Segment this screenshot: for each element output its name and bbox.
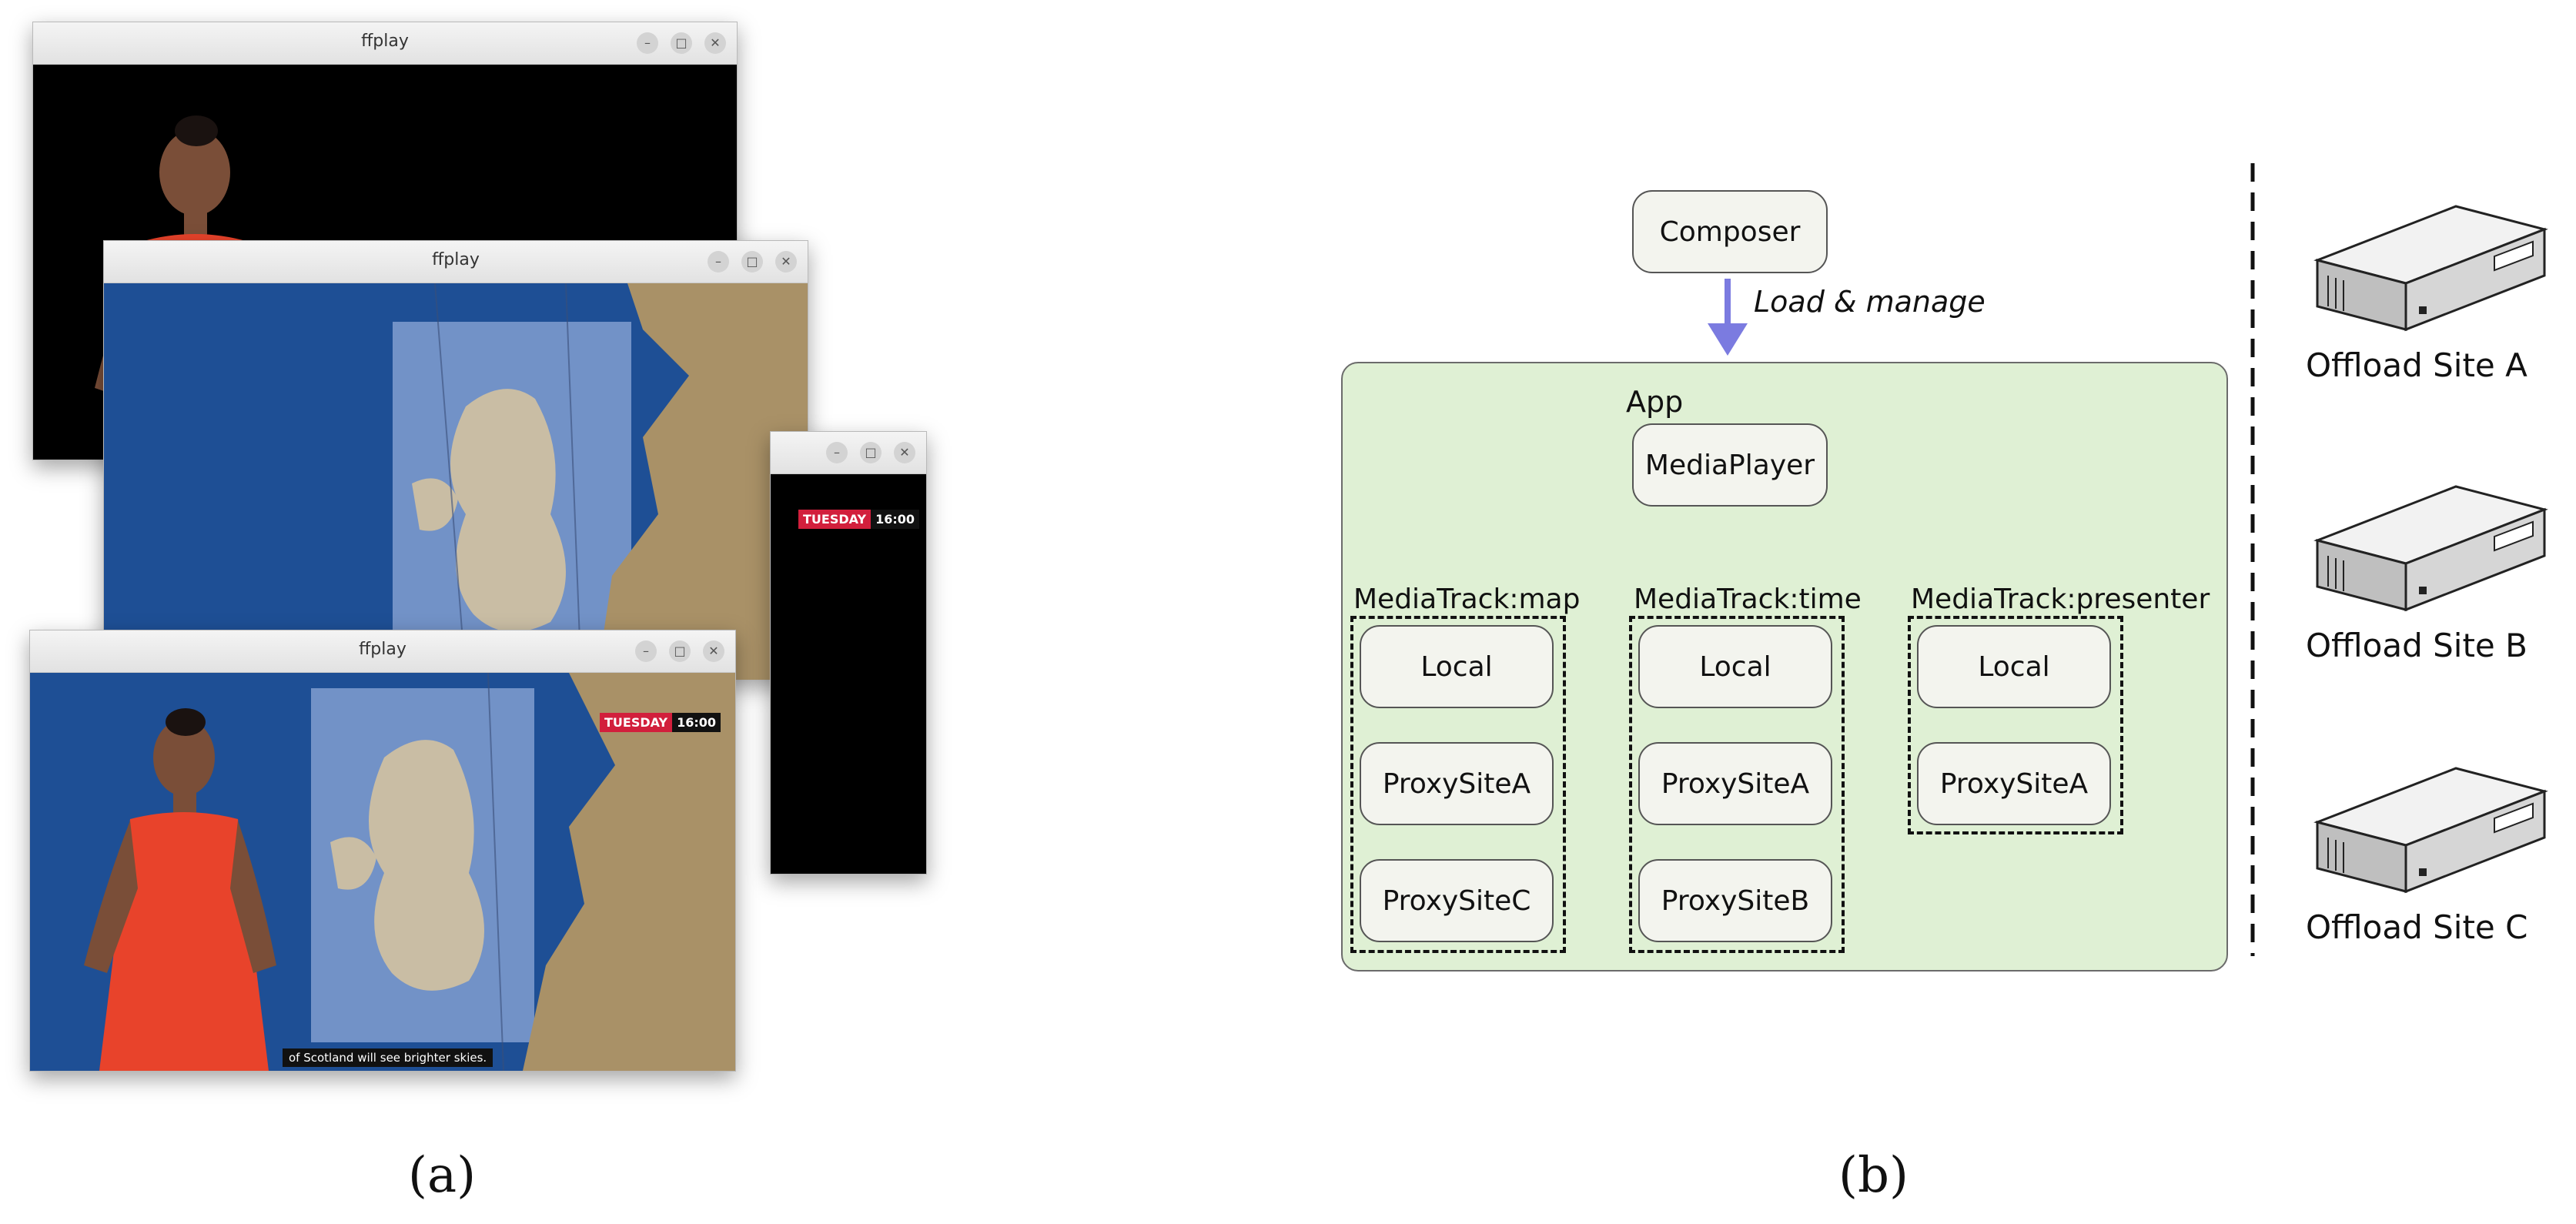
time-badge: TUESDAY 16:00 <box>798 510 920 529</box>
window-titlebar[interactable]: ffplay – □ ✕ <box>30 630 735 673</box>
close-icon[interactable]: ✕ <box>703 640 724 662</box>
close-icon[interactable]: ✕ <box>704 32 726 54</box>
ffplay-window-composited[interactable]: ffplay – □ ✕ TUESDAY 16:00 of Scotland w… <box>29 630 736 1072</box>
track-item-proxy-site-b: ProxySiteB <box>1638 859 1832 942</box>
server-icon <box>2313 485 2548 612</box>
offload-site-label: Offload Site A <box>2306 346 2527 384</box>
minimize-icon[interactable]: – <box>637 32 658 54</box>
window-titlebar[interactable]: ffplay – □ ✕ <box>33 22 737 65</box>
minimize-icon[interactable]: – <box>635 640 657 662</box>
track-group-presenter <box>1908 616 2123 834</box>
offload-site-label: Offload Site B <box>2306 627 2527 664</box>
track-group-map <box>1350 616 1566 953</box>
window-title: ffplay <box>432 250 480 269</box>
load-manage-label: Load & manage <box>1754 285 1986 319</box>
badge-day: TUESDAY <box>600 713 673 732</box>
panel-a-label: (a) <box>408 1147 477 1204</box>
app-label: App <box>1626 385 1684 419</box>
maximize-icon[interactable]: □ <box>860 442 882 463</box>
window-titlebar[interactable]: ffplay – □ ✕ <box>104 241 808 283</box>
close-icon[interactable]: ✕ <box>894 442 915 463</box>
track-item-proxy-site-c: ProxySiteC <box>1360 859 1554 942</box>
composer-node: Composer <box>1632 190 1828 273</box>
maximize-icon[interactable]: □ <box>671 32 692 54</box>
video-frame: TUESDAY 16:00 <box>771 474 926 874</box>
window-titlebar[interactable]: – □ ✕ <box>771 432 926 474</box>
subtitle-text: of Scotland will see brighter skies. <box>283 1048 493 1067</box>
weather-map <box>393 283 808 680</box>
track-group-time <box>1629 616 1845 953</box>
track-item-proxy-site-a: ProxySiteA <box>1917 742 2111 825</box>
load-manage-arrow-head <box>1708 323 1748 356</box>
badge-time: 16:00 <box>672 713 721 732</box>
badge-time: 16:00 <box>871 510 920 529</box>
track-item-local: Local <box>1638 625 1832 708</box>
minimize-icon[interactable]: – <box>708 251 729 273</box>
track-label-presenter: MediaTrack:presenter <box>1911 584 2210 615</box>
close-icon[interactable]: ✕ <box>775 251 797 273</box>
offload-site-label: Offload Site C <box>2306 908 2528 946</box>
ffplay-window-map[interactable]: ffplay – □ ✕ <box>103 240 808 681</box>
weather-map-frame <box>104 283 808 680</box>
track-item-local: Local <box>1917 625 2111 708</box>
track-label-time: MediaTrack:time <box>1634 584 1862 615</box>
time-badge: TUESDAY 16:00 <box>600 713 721 732</box>
track-item-proxy-site-a: ProxySiteA <box>1360 742 1554 825</box>
maximize-icon[interactable]: □ <box>669 640 691 662</box>
minimize-icon[interactable]: – <box>826 442 848 463</box>
track-label-map: MediaTrack:map <box>1353 584 1581 615</box>
maximize-icon[interactable]: □ <box>741 251 763 273</box>
server-icon <box>2313 767 2548 894</box>
track-item-local: Local <box>1360 625 1554 708</box>
server-icon <box>2313 205 2548 332</box>
badge-day: TUESDAY <box>798 510 871 529</box>
composited-map <box>84 673 735 1071</box>
window-title: ffplay <box>361 32 409 51</box>
panel-b-label: (b) <box>1838 1147 1909 1204</box>
window-title: ffplay <box>359 640 406 659</box>
mediaplayer-node: MediaPlayer <box>1632 423 1828 507</box>
ffplay-window-time[interactable]: – □ ✕ TUESDAY 16:00 <box>770 431 927 875</box>
track-item-proxy-site-a: ProxySiteA <box>1638 742 1832 825</box>
composited-video-frame: TUESDAY 16:00 of Scotland will see brigh… <box>30 673 735 1071</box>
